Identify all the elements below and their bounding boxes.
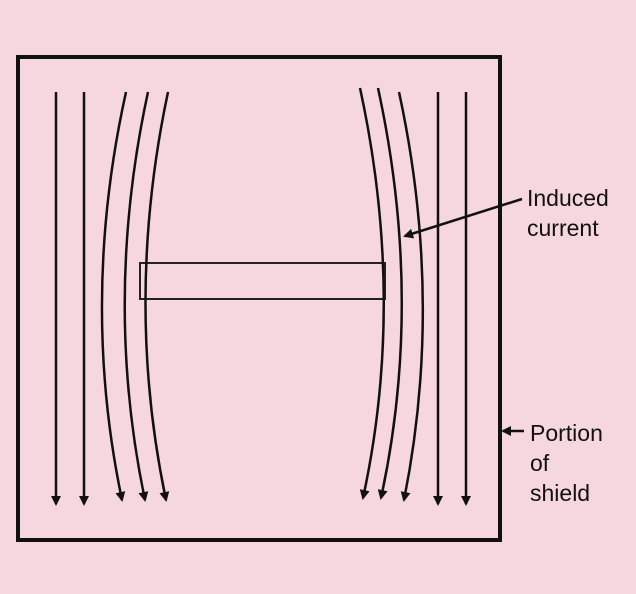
field-line-right-1 <box>358 87 386 500</box>
field-line-left-5 <box>144 91 170 502</box>
induced-current-pointer <box>403 197 523 239</box>
field-line-right-2 <box>376 87 404 500</box>
field-line-left-4 <box>123 91 150 502</box>
portion-of-shield-label-line-3: shield <box>530 480 591 506</box>
field-line-right-3 <box>397 91 425 502</box>
shield-outline <box>16 55 502 542</box>
induced-current-label-line-1: Induced <box>527 185 609 211</box>
portion-of-shield-label-line-1: Portion <box>530 420 603 446</box>
portion-of-shield-label-line-2: of <box>530 450 550 476</box>
portion-of-shield-label: Portion of shield <box>530 418 603 508</box>
induced-current-label: Induced current <box>527 183 609 243</box>
field-line-left-3 <box>100 91 128 502</box>
conductor-bar <box>139 262 386 300</box>
induced-current-label-line-2: current <box>527 215 599 241</box>
